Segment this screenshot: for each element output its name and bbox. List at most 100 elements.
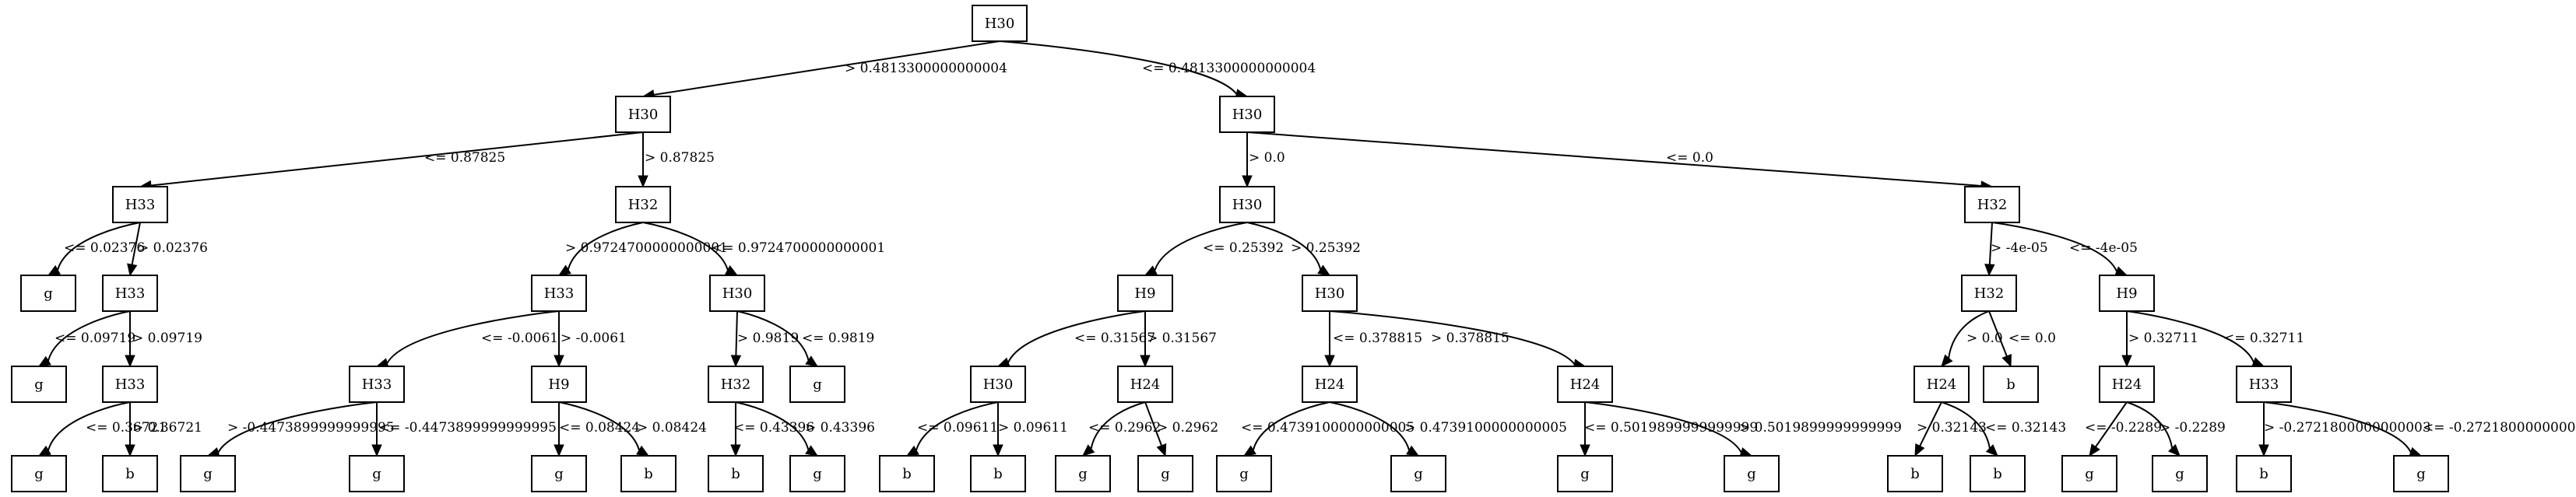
node-label: g — [2416, 466, 2426, 482]
node-box — [1557, 455, 1613, 492]
edge-line — [999, 40, 1238, 95]
node-box — [102, 366, 158, 403]
node-label: g — [1580, 466, 1590, 482]
node-label: H30 — [722, 285, 753, 302]
node-box — [20, 275, 76, 312]
edge-label: <= 0.378815 — [1333, 331, 1422, 346]
arrowhead-icon — [1580, 444, 1590, 457]
leaf-node-b: b — [1887, 455, 1943, 492]
node-box — [2099, 275, 2155, 312]
leaf-node-g: g — [20, 275, 76, 312]
edge-label: <= 0.9819 — [802, 331, 874, 346]
leaf-node-g: g — [180, 455, 236, 492]
leaf-node-b: b — [879, 455, 935, 492]
node-box — [1970, 455, 2026, 492]
node-label: H30 — [628, 107, 659, 123]
edge-n22-n40: > 0.2962 — [1144, 401, 1218, 457]
edge-n9-n17: <= -0.0061 — [375, 310, 560, 369]
edge-line — [653, 40, 1000, 96]
arrowhead-icon — [1242, 445, 1256, 457]
edge-label: > -0.2289 — [2160, 420, 2226, 436]
edge-label: <= 0.09719 — [54, 331, 135, 346]
split-node-h32: H32 — [708, 366, 764, 403]
node-label: H24 — [1130, 376, 1161, 393]
edge-line — [735, 401, 810, 450]
edge-line — [47, 310, 131, 362]
node-box — [620, 455, 677, 492]
edge-n27-n47: <= -0.2289 — [2085, 401, 2162, 457]
node-box — [1219, 96, 1275, 133]
node-box — [531, 455, 587, 492]
edge-label: > -0.4473899999999995 — [227, 420, 395, 436]
edge-label: > 0.08424 — [637, 420, 707, 436]
edge-n8-n16: > 0.09719 — [125, 311, 202, 368]
edge-label: <= -0.2289 — [2085, 420, 2162, 436]
node-label: H24 — [1927, 376, 1957, 393]
split-node-h9: H9 — [2099, 275, 2155, 312]
node-box — [709, 275, 765, 312]
node-label: H9 — [1134, 285, 1155, 302]
edge-label: <= 0.4739100000000005 — [1241, 420, 1415, 436]
edge-label: > 0.09611 — [998, 420, 1068, 436]
edge-label: <= 0.4813300000000004 — [1142, 61, 1316, 76]
edge-label: > 0.09719 — [132, 331, 202, 346]
split-node-h30: H30 — [615, 96, 671, 133]
edge-n19-n36: > 0.43396 — [735, 401, 875, 457]
node-label: b — [644, 466, 653, 482]
edge-line — [1919, 401, 1942, 446]
node-label: g — [2175, 466, 2184, 482]
edge-label: <= 0.09611 — [917, 420, 998, 436]
node-box — [11, 455, 67, 492]
node-label: H30 — [1315, 285, 1345, 302]
arrowhead-icon — [127, 263, 138, 277]
split-node-h30: H30 — [1302, 275, 1358, 312]
node-label: H30 — [1232, 197, 1263, 213]
node-box — [2152, 455, 2208, 492]
edge-n8-n15: <= 0.09719 — [37, 310, 135, 367]
edge-label: > -0.0061 — [561, 331, 627, 346]
arrowhead-icon — [554, 355, 564, 368]
node-box — [2236, 455, 2292, 492]
leaf-node-g: g — [1216, 455, 1272, 492]
edge-label: > 0.0 — [1249, 150, 1285, 166]
edge-line — [915, 401, 999, 451]
arrowhead-icon — [125, 444, 135, 457]
leaf-node-b: b — [2236, 455, 2292, 492]
edge-n12-n23: <= 0.378815 — [1324, 311, 1422, 368]
leaf-node-g: g — [1557, 455, 1613, 492]
edge-label: <= -0.0061 — [481, 331, 558, 346]
split-node-h33: H33 — [349, 366, 405, 403]
edge-label: <= 0.02376 — [64, 240, 145, 256]
split-node-h32: H32 — [615, 186, 671, 223]
edge-line — [1329, 401, 1410, 451]
leaf-node-g: g — [789, 455, 845, 492]
edge-label: <= 0.87825 — [424, 150, 505, 166]
edge-n22-n39: <= 0.2962 — [1082, 401, 1161, 457]
arrowhead-icon — [2251, 357, 2265, 367]
arrowhead-icon — [1985, 444, 1998, 457]
leaf-node-g: g — [2152, 455, 2208, 492]
node-box — [615, 96, 671, 133]
edge-n17-n32: <= -0.4473899999999995 — [371, 402, 557, 457]
split-node-h33: H33 — [112, 186, 168, 223]
edge-label: > 0.9724700000000001 — [565, 240, 728, 256]
edge-line — [1144, 401, 1162, 446]
arrowhead-icon — [2114, 266, 2128, 276]
node-label: g — [813, 466, 822, 482]
edge-line — [1154, 222, 1248, 271]
edge-n13-n25: > 0.0 — [1941, 310, 2003, 367]
edge-n5-n12: > 0.25392 — [1246, 222, 1361, 276]
node-box — [789, 455, 845, 492]
node-box — [1724, 455, 1780, 492]
arrowhead-icon — [1082, 444, 1095, 457]
edge-n25-n45: > 0.32143 — [1914, 401, 1987, 457]
leaf-node-b: b — [970, 455, 1026, 492]
split-node-h30: H30 — [1219, 96, 1275, 133]
node-box — [112, 186, 168, 223]
edge-n19-n35: <= 0.43396 — [730, 402, 814, 457]
edge-label: > 0.0 — [1966, 331, 2003, 346]
arrowhead-icon — [1984, 264, 1995, 277]
edge-label: <= 0.2962 — [1088, 420, 1161, 436]
arrowhead-icon — [993, 444, 1003, 457]
